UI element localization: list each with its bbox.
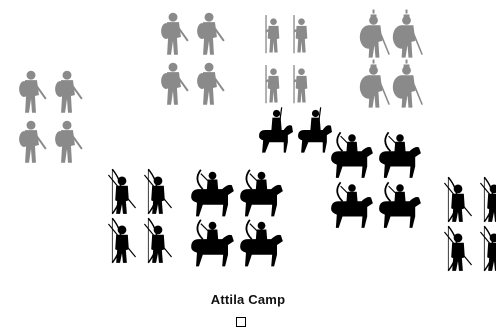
archer-figure	[480, 226, 496, 271]
horse-archer-unit-icon	[188, 168, 286, 268]
horsearcher-figure	[379, 132, 421, 178]
enemy-shield-infantry-unit[interactable]	[358, 10, 424, 110]
shieldman-figure	[360, 10, 389, 58]
spearman-figure	[294, 65, 307, 103]
enemy-infantry-unit-left[interactable]	[14, 66, 86, 166]
archer-figure	[144, 169, 171, 214]
camp-marker[interactable]	[236, 317, 246, 327]
friendly-archers-unit-right-edge[interactable]	[440, 174, 496, 274]
cavalry-unit-icon	[256, 104, 334, 156]
horsearcher-figure	[240, 170, 283, 217]
friendly-horse-archers-unit-right[interactable]	[328, 130, 424, 230]
soldier-figure	[55, 71, 82, 113]
horsearcher-figure	[331, 182, 373, 228]
shieldman-figure	[393, 10, 422, 58]
spearman-figure	[266, 15, 279, 53]
spearmen-unit-icon	[262, 8, 318, 108]
horse-archer-unit-icon	[328, 130, 424, 230]
enemy-spearmen-unit[interactable]	[262, 8, 318, 108]
archer-unit-icon	[440, 174, 496, 272]
archer-figure	[480, 177, 496, 222]
shieldman-figure	[393, 60, 422, 108]
rider-figure	[298, 107, 332, 152]
friendly-horse-archers-unit-center[interactable]	[188, 168, 286, 268]
shield-infantry-unit-icon	[358, 10, 424, 110]
friendly-light-cavalry-unit[interactable]	[256, 104, 334, 156]
horsearcher-figure	[379, 182, 421, 228]
archer-figure	[444, 177, 471, 222]
archer-figure	[144, 218, 171, 263]
spearman-figure	[294, 15, 307, 53]
soldier-figure	[197, 63, 224, 105]
friendly-archers-unit-left[interactable]	[104, 166, 176, 264]
rider-figure	[259, 107, 293, 152]
horsearcher-figure	[191, 220, 234, 267]
soldier-figure	[161, 63, 188, 105]
archer-figure	[444, 226, 471, 271]
soldier-figure	[161, 13, 188, 55]
soldier-figure	[197, 13, 224, 55]
infantry-unit-icon	[156, 8, 228, 108]
horsearcher-figure	[331, 132, 373, 178]
archer-unit-icon	[104, 166, 176, 264]
archer-figure	[108, 169, 135, 214]
archer-figure	[108, 218, 135, 263]
enemy-infantry-unit-upper[interactable]	[156, 8, 228, 108]
horsearcher-figure	[240, 220, 283, 267]
horsearcher-figure	[191, 170, 234, 217]
spearman-figure	[266, 65, 279, 103]
soldier-figure	[19, 121, 46, 163]
infantry-unit-icon	[14, 66, 86, 166]
camp-label: Attila Camp	[0, 292, 496, 307]
soldier-figure	[19, 71, 46, 113]
shieldman-figure	[360, 60, 389, 108]
soldier-figure	[55, 121, 82, 163]
